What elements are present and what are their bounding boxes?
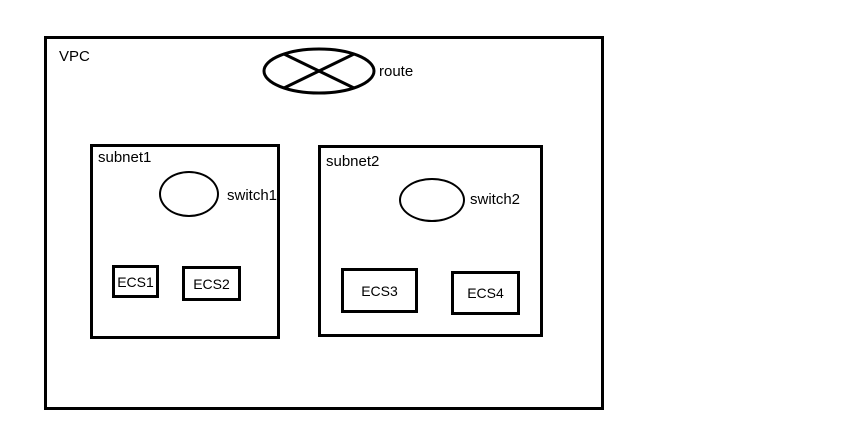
ecs3-label: ECS3: [361, 282, 398, 299]
ecs3-box: ECS3: [341, 268, 418, 313]
ecs4-box: ECS4: [451, 271, 520, 315]
switch1-icon: [159, 171, 219, 217]
subnet1-container: [90, 144, 280, 339]
switch2-icon: [399, 178, 465, 222]
vpc-label: VPC: [59, 48, 90, 65]
ecs4-label: ECS4: [467, 285, 504, 301]
ecs1-label: ECS1: [117, 273, 154, 290]
ecs2-box: ECS2: [182, 266, 241, 301]
subnet2-label: subnet2: [326, 153, 380, 170]
router-icon: [262, 47, 376, 95]
switch1-label: switch1: [227, 187, 278, 204]
ecs2-label: ECS2: [193, 275, 230, 292]
subnet1-label: subnet1: [98, 149, 152, 166]
switch2-label: switch2: [470, 191, 521, 208]
router-label: route: [379, 63, 414, 80]
ecs1-box: ECS1: [112, 265, 159, 298]
